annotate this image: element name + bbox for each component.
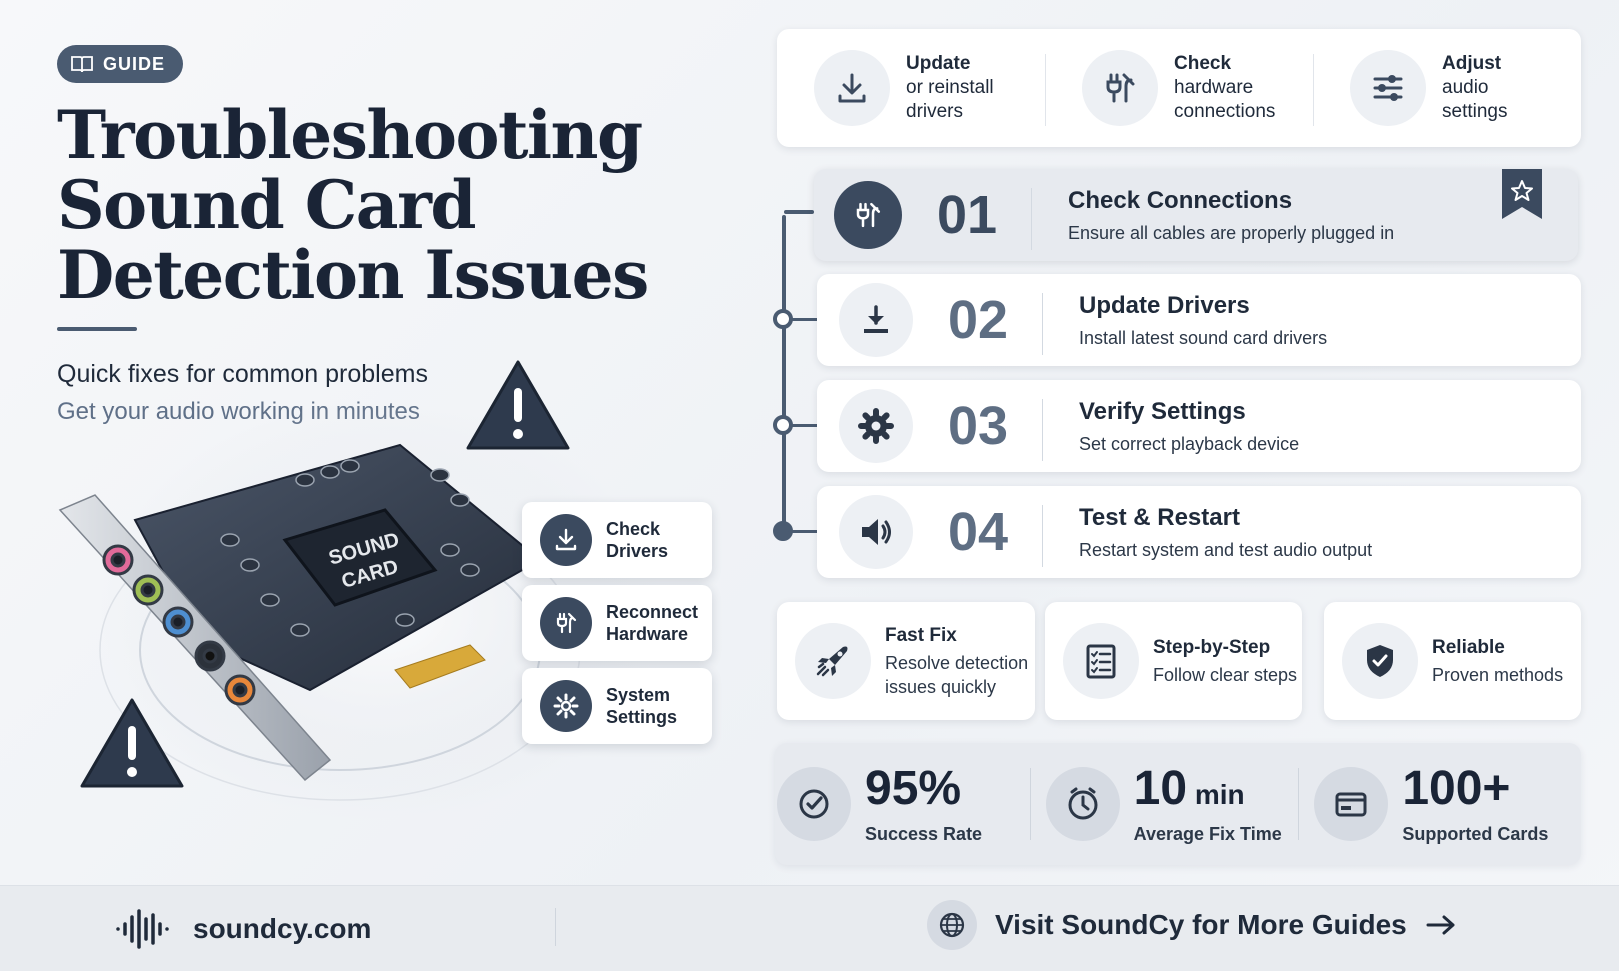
footer: [0, 885, 1619, 971]
timeline-connector: [792, 530, 818, 533]
step-number: 04: [913, 501, 1043, 567]
step-description: Ensure all cables are properly plugged i…: [1068, 222, 1395, 243]
speaker-icon: [839, 495, 913, 569]
warning-icon: [466, 360, 570, 450]
stats-bar: 95% Success Rate 10 min Average Fix Time…: [775, 743, 1581, 865]
download-icon: [540, 514, 592, 566]
sliders-icon: [1350, 50, 1426, 126]
step-number: 02: [913, 289, 1043, 355]
timeline-connector: [792, 424, 818, 427]
step-description: Restart system and test audio output: [1079, 539, 1373, 560]
stat-success-rate: 95% Success Rate: [775, 763, 1044, 845]
bookmark-star-icon[interactable]: [1502, 169, 1542, 219]
globe-icon: [927, 900, 977, 950]
stat-supported-cards: 100+ Supported Cards: [1298, 763, 1581, 845]
arrow-right-icon: [1426, 915, 1455, 935]
book-icon: [71, 56, 93, 73]
stat-fix-time: 10 min Average Fix Time: [1029, 763, 1313, 845]
checklist-icon: [1063, 623, 1139, 699]
step-title: Check Connections: [1068, 186, 1293, 214]
visit-guides-label[interactable]: Visit SoundCy for More Guides: [995, 909, 1407, 940]
steps-timeline: [782, 215, 786, 535]
title-divider: [57, 327, 137, 331]
rocket-icon: [795, 623, 871, 699]
step-number: 01: [902, 184, 1032, 250]
gear-icon: [839, 389, 913, 463]
step-1-check-connections[interactable]: 01 Check Connections Ensure all cables a…: [814, 169, 1578, 261]
footer-divider: [555, 908, 556, 946]
step-title: Test & Restart: [1079, 503, 1240, 531]
download-icon: [814, 50, 890, 126]
step-2-update-drivers[interactable]: 02 Update Drivers Install latest sound c…: [817, 274, 1581, 366]
step-title: Verify Settings: [1079, 397, 1246, 425]
plug-icon: [540, 597, 592, 649]
check-badge-icon: [777, 767, 851, 841]
warning-icon: [80, 698, 184, 788]
visit-guides-link[interactable]: Visit SoundCy for More Guides: [927, 900, 1457, 950]
step-title: Update Drivers: [1079, 291, 1250, 319]
subtitle-primary: Quick fixes for common problems: [57, 360, 428, 388]
timeline-connector: [784, 210, 814, 214]
check-drivers-button[interactable]: Check Drivers: [522, 502, 712, 578]
footer-brand[interactable]: soundcy.com: [115, 907, 371, 951]
guide-badge-label: GUIDE: [103, 53, 166, 74]
step-number: 03: [913, 395, 1043, 461]
clock-icon: [1045, 767, 1120, 841]
sound-card-illustration: SOUND CARD: [58, 360, 660, 820]
system-settings-button[interactable]: System Settings: [522, 668, 712, 744]
card-icon: [1314, 767, 1389, 841]
plug-icon: [1082, 50, 1158, 126]
page-title: Troubleshooting Sound Card Detection Iss…: [57, 96, 649, 314]
timeline-dot: [773, 415, 793, 435]
step-description: Set correct playback device: [1079, 433, 1300, 454]
footer-site-link[interactable]: soundcy.com: [193, 913, 372, 944]
step-3-verify-settings[interactable]: 03 Verify Settings Set correct playback …: [817, 380, 1581, 472]
shield-check-icon: [1342, 623, 1418, 699]
timeline-dot: [773, 309, 793, 329]
gear-icon: [540, 680, 592, 732]
guide-badge: GUIDE: [57, 45, 184, 83]
step-4-test-restart[interactable]: 04 Test & Restart Restart system and tes…: [817, 486, 1581, 578]
step-description: Install latest sound card drivers: [1079, 327, 1328, 348]
plug-icon: [834, 181, 902, 249]
timeline-connector: [792, 318, 818, 321]
timeline-dot: [773, 521, 793, 541]
reconnect-hardware-button[interactable]: Reconnect Hardware: [522, 585, 712, 661]
download-icon: [839, 283, 913, 357]
soundwave-icon: [116, 909, 169, 949]
